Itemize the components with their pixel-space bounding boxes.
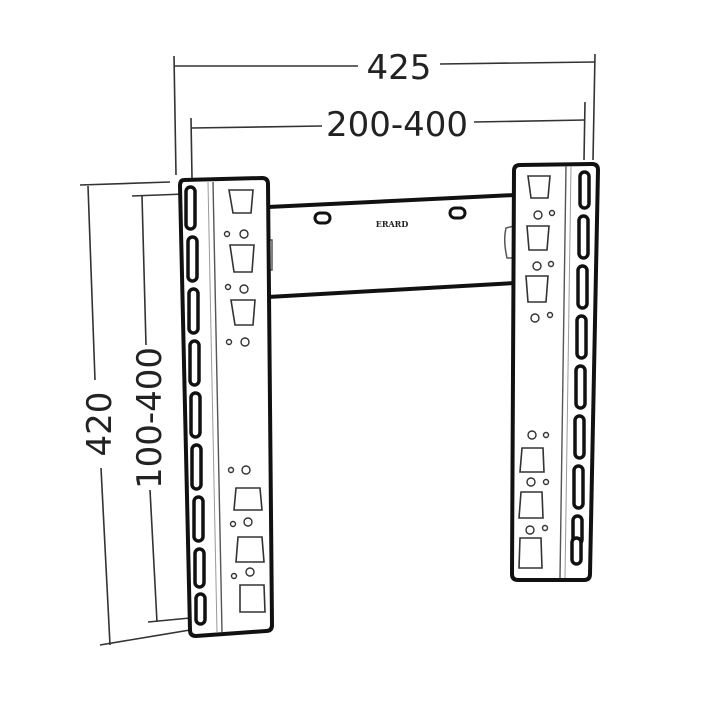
dimension-vesa-height — [131, 193, 191, 623]
left-rail-keyholes — [223, 229, 255, 580]
right-rail — [509, 161, 601, 582]
right-rail-slots — [570, 170, 591, 566]
left-rail — [177, 175, 275, 639]
dimension-label-425: 425 — [367, 48, 432, 88]
right-rail-hooks — [518, 175, 551, 569]
brand-label: ERARD — [376, 219, 409, 229]
right-rail-keyholes — [525, 209, 556, 535]
left-rail-hooks — [228, 189, 266, 613]
crossbar-mount-hole — [448, 206, 467, 220]
crossbar: ERARD — [267, 193, 516, 299]
dimension-label-100-400: 100-400 — [130, 347, 170, 489]
dimension-vesa-width — [190, 101, 586, 179]
left-rail-slots — [184, 185, 207, 626]
dimension-label-420: 420 — [80, 392, 120, 457]
dimension-overall-width — [173, 53, 596, 176]
crossbar-mount-hole — [313, 211, 332, 225]
dimension-label-200-400: 200-400 — [326, 105, 468, 145]
dimension-overall-height — [79, 181, 191, 646]
